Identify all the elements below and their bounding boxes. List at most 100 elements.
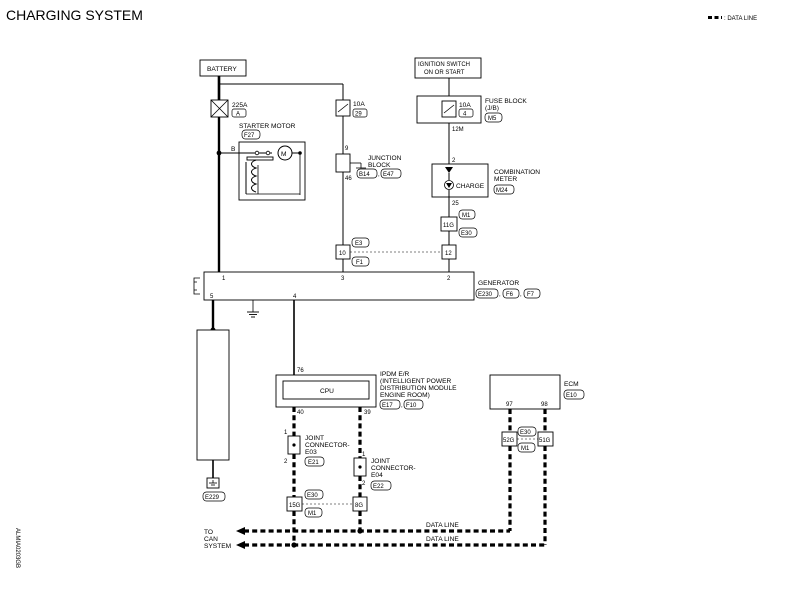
ecm-conn-2: M1 — [521, 446, 530, 452]
ecm-pin-98: 98 — [541, 402, 548, 408]
conn-10-12-conn-1: E3 — [355, 241, 363, 247]
jb-pin-bottom: 46 — [345, 176, 352, 182]
conn-11g-conn-1: M1 — [462, 213, 471, 219]
fuse-10a-29-rating: 10A — [353, 101, 365, 108]
fuse-block-connector: M5 — [488, 116, 497, 122]
svg-text:,: , — [378, 172, 380, 178]
conn-11g-pin: 11G — [443, 223, 454, 229]
junction-block — [335, 153, 351, 173]
conn-pin-8g: 8G — [355, 503, 363, 509]
jb-label-1: JUNCTION — [368, 155, 402, 162]
starter-pin-b: B — [231, 146, 236, 153]
battery-box — [199, 59, 247, 77]
conn-pin-10: 10 — [339, 251, 346, 257]
conn-15g-conn-2: M1 — [308, 511, 317, 517]
fuse-225-rating: 225A — [232, 102, 248, 109]
joint-e04-pin-bottom: 2 — [362, 481, 366, 487]
ipdm-label-4: ENGINE ROOM) — [380, 392, 430, 399]
fuse-block-pin-out: 12M — [452, 127, 464, 133]
generator-pin-2: 2 — [447, 276, 451, 282]
ipdm-pin-39: 39 — [364, 410, 371, 416]
jb-conn-2: E47 — [383, 172, 394, 178]
svg-text:,: , — [499, 292, 501, 298]
generator-conn-1: E230 — [478, 292, 493, 298]
jb-label-2: BLOCK — [368, 162, 391, 169]
ipdm-conn-2: F10 — [406, 403, 417, 409]
jb-pin-top: 9 — [345, 146, 349, 152]
generator-pin-1: 1 — [222, 276, 226, 282]
battery-label: BATTERY — [207, 66, 237, 73]
joint-e04-label-2: CONNECTOR- — [371, 465, 416, 472]
joint-e03-connector: E21 — [308, 460, 319, 466]
generator-pin-4: 4 — [293, 294, 297, 300]
joint-e03-label-2: CONNECTOR- — [305, 442, 350, 449]
joint-e04-label-3: E04 — [371, 472, 383, 479]
fuse-block-rating: 10A — [459, 102, 471, 109]
ipdm-label-1: IPDM E/R — [380, 371, 410, 378]
fuse-225-id: A — [236, 112, 240, 118]
ipdm-pin-in: 76 — [297, 368, 304, 374]
can-line-1: TO — [204, 529, 213, 536]
starter-connector: F27 — [244, 133, 255, 139]
ecm-connector: E10 — [566, 393, 577, 399]
svg-text:,: , — [520, 292, 522, 298]
joint-e03-label-1: JOINT — [305, 435, 324, 442]
meter-pin-in: 2 — [452, 158, 456, 164]
meter-label-1: COMBINATION — [494, 169, 540, 176]
ipdm-pin-40: 40 — [297, 410, 304, 416]
ecm-pin-51g: 51G — [539, 438, 551, 444]
generator-pin-3: 3 — [341, 276, 345, 282]
generator-label: GENERATOR — [478, 280, 519, 287]
joint-e04-connector: E22 — [373, 484, 384, 490]
conn-pin-12: 12 — [445, 251, 452, 257]
generator-box — [203, 271, 475, 301]
can-line-2: CAN — [204, 536, 218, 543]
meter-connector: M24 — [496, 188, 508, 194]
meter-lamp-label: CHARGE — [456, 183, 485, 190]
motor-symbol: M — [281, 151, 287, 158]
ipdm-label-3: DISTRIBUTION MODULE — [380, 385, 457, 392]
joint-e03-pin-top: 1 — [284, 430, 288, 436]
ignition-line-2: ON OR START — [424, 70, 465, 76]
generator-conn-2: F6 — [506, 292, 514, 298]
starter-label: STARTER MOTOR — [239, 123, 296, 130]
ecm-pin-52g: 52G — [503, 438, 515, 444]
conn-15g-conn-1: E30 — [307, 493, 318, 499]
ignition-switch-box — [414, 57, 482, 79]
can-line-3: SYSTEM — [204, 543, 231, 550]
data-line-label-1: DATA LINE — [426, 522, 459, 529]
data-line-label-2: DATA LINE — [426, 536, 459, 543]
fuse-block-label-2: (J/B) — [485, 105, 499, 112]
legend-label: : DATA LINE — [724, 16, 757, 22]
combination-meter — [431, 163, 489, 198]
generator-pin-5: 5 — [210, 294, 214, 300]
generator-conn-3: F7 — [527, 292, 535, 298]
ecm-box — [489, 374, 561, 410]
joint-e04-pin-top: 1 — [362, 452, 366, 458]
page-title: CHARGING SYSTEM — [6, 7, 143, 23]
joint-e03-label-3: E03 — [305, 449, 317, 456]
conn-10-12-conn-2: F1 — [356, 260, 364, 266]
joint-e03-pin-bottom: 2 — [284, 459, 288, 465]
ecm-label: ECM — [564, 381, 579, 388]
joint-e04-label-1: JOINT — [371, 458, 390, 465]
conn-pin-15g: 15G — [289, 503, 301, 509]
meter-pin-out: 25 — [452, 201, 459, 207]
ground-connector: E229 — [205, 495, 220, 501]
ignition-line-1: IGNITION SWITCH — [418, 62, 470, 68]
side-code: ALMIA0203GB — [14, 528, 20, 568]
ipdm-label-2: (INTELLIGENT POWER — [380, 378, 452, 385]
jb-conn-1: B14 — [359, 172, 370, 178]
ecm-pin-97: 97 — [506, 402, 513, 408]
fuse-block-label-1: FUSE BLOCK — [485, 98, 527, 105]
svg-text:,: , — [401, 403, 403, 409]
ipdm-cpu-label: CPU — [320, 388, 334, 395]
ecm-conn-1: E30 — [520, 430, 531, 436]
fuse-10a-29-id: 29 — [355, 112, 362, 118]
starter-motor-box — [238, 141, 306, 201]
ipdm-conn-1: E17 — [382, 403, 393, 409]
fuse-block-id: 4 — [463, 112, 467, 118]
battery-cell — [196, 329, 230, 461]
meter-label-2: METER — [494, 176, 517, 183]
